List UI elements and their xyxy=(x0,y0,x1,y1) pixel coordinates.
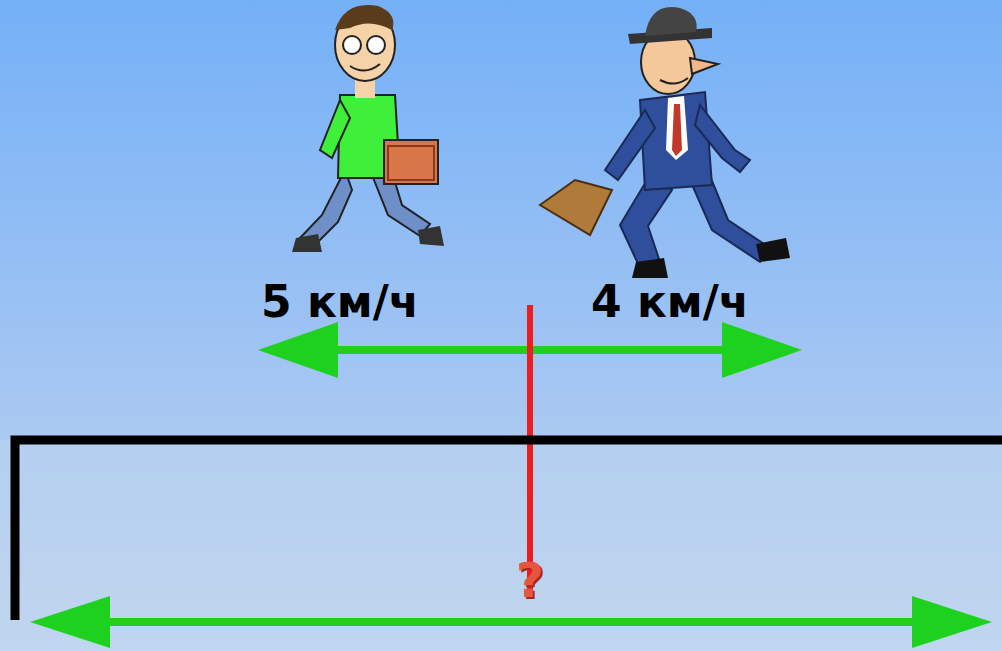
distance-arrow xyxy=(30,596,992,648)
distance-bracket xyxy=(15,440,1002,620)
student-figure xyxy=(292,5,444,252)
speed-label: 5 км/ч xyxy=(261,276,419,327)
businessman-figure xyxy=(540,7,790,278)
speed-label: 4 км/ч xyxy=(591,276,749,327)
road-area xyxy=(0,440,1002,651)
unknown-mark: ? xyxy=(516,552,544,608)
